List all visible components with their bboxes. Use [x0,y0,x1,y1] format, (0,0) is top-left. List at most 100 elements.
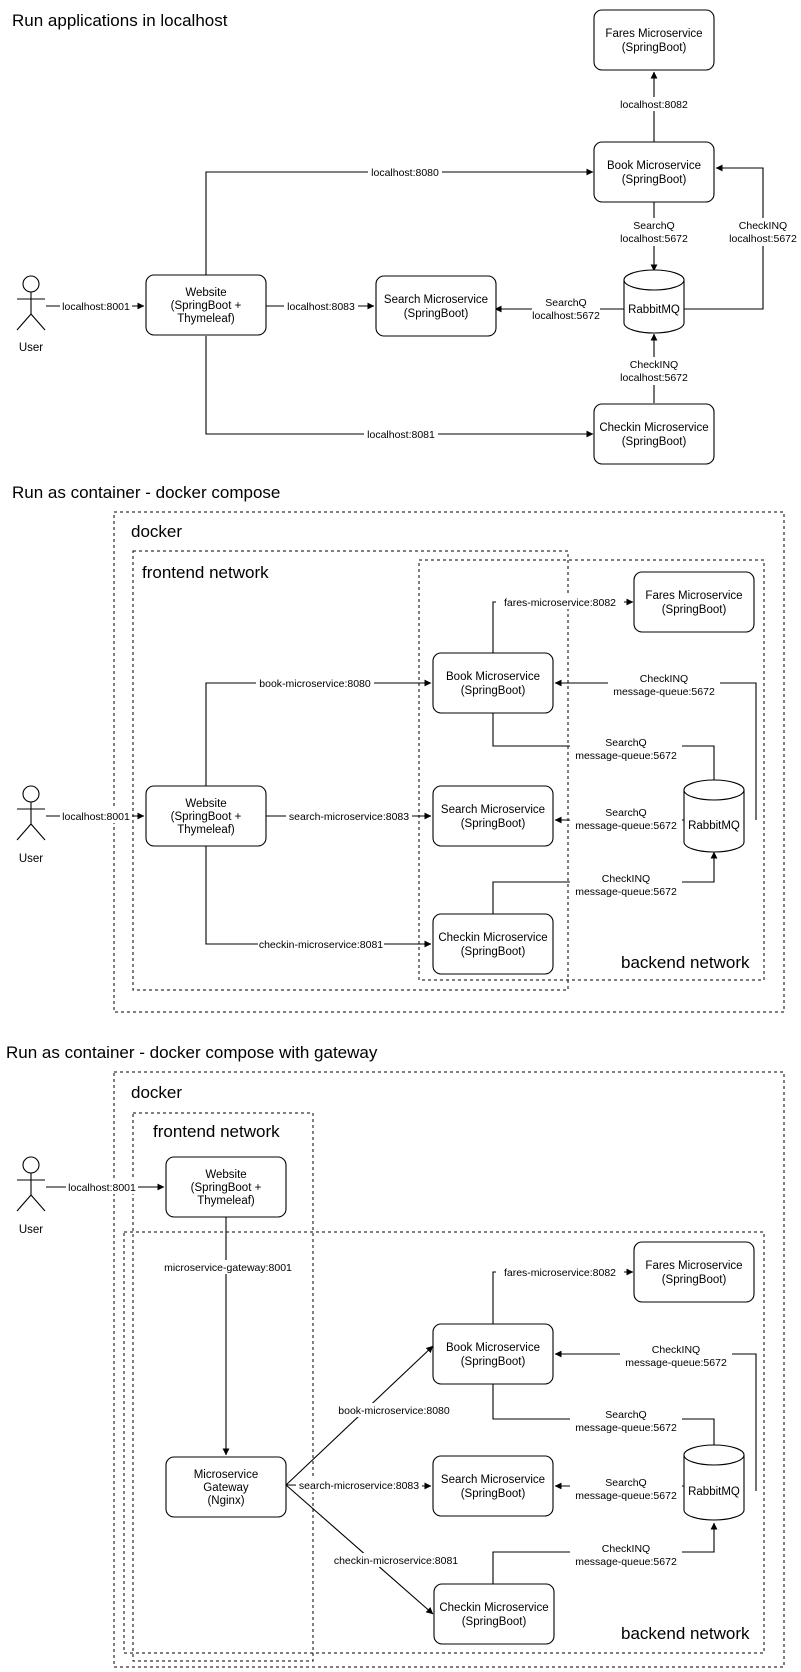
book-subtitle: (SpringBoot) [461,1356,526,1368]
website-title: Website [205,1169,246,1181]
website-line3: Thymeleaf) [177,313,235,325]
label-book-rabbit-queue: SearchQ [633,220,674,232]
label-website-book: book-microservice:8080 [259,678,371,690]
user-actor: User [16,1156,46,1236]
gateway-line2: Gateway [203,1482,249,1494]
book-node: Book Microservice (SpringBoot) [593,141,715,203]
section-title-docker-compose-gateway: Run as container - docker compose with g… [6,1043,378,1062]
label-rabbit-book-host: message-queue:5672 [625,1357,727,1369]
website-node: Website (SpringBoot + Thymeleaf) [145,274,267,336]
search-node: Search Microservice (SpringBoot) [375,275,497,337]
search-subtitle: (SpringBoot) [461,1488,526,1500]
label-book-rabbit-host: message-queue:5672 [575,1422,677,1434]
section-docker-compose: Run as container - docker compose docker… [12,483,785,1013]
user-label: User [19,342,43,354]
checkin-title: Checkin Microservice [439,1602,548,1614]
fares-node: Fares Microservice (SpringBoot) [633,1241,755,1303]
label-rabbit-search-host: message-queue:5672 [575,820,677,832]
label-rabbit-book-queue: CheckINQ [652,1344,700,1356]
search-node: Search Microservice (SpringBoot) [432,1455,554,1517]
checkin-title: Checkin Microservice [599,422,708,434]
frontend-network-label: frontend network [153,1122,280,1141]
edge-labels-section-1: localhost:8001 localhost:8080 localhost:… [60,97,797,441]
rabbitmq-node: RabbitMQ [623,269,685,334]
label-gateway-search: search-microservice:8083 [299,1480,419,1492]
fares-subtitle: (SpringBoot) [662,1274,727,1286]
edge-labels-section-3: localhost:8001 microservice-gateway:8001… [66,1180,732,1569]
user-icon [22,275,40,293]
book-node: Book Microservice (SpringBoot) [432,652,554,714]
label-website-search: localhost:8083 [287,301,355,313]
edge-book-fares [492,598,634,653]
rabbitmq-node: RabbitMQ [683,1444,745,1521]
website-line2: (SpringBoot + [191,1182,262,1194]
book-title: Book Microservice [446,1342,540,1354]
gateway-node: Microservice Gateway (Nginx) [165,1456,287,1518]
section-title-localhost: Run applications in localhost [12,11,228,30]
user-actor: User [16,275,46,354]
docker-label: docker [131,522,182,541]
rabbitmq-label: RabbitMQ [688,1486,740,1498]
label-website-checkin: localhost:8081 [367,429,435,441]
fares-node: Fares Microservice (SpringBoot) [633,571,755,633]
book-title: Book Microservice [446,671,540,683]
rabbitmq-node: RabbitMQ [683,779,745,853]
website-title: Website [185,287,226,299]
edge-website-checkin [205,336,594,438]
search-title: Search Microservice [441,804,545,816]
backend-network [123,1231,765,1654]
website-line3: Thymeleaf) [177,824,235,836]
fares-title: Fares Microservice [645,1260,742,1272]
user-icon [22,1156,40,1174]
backend-network-label: backend network [621,953,750,972]
label-book-rabbit-queue: SearchQ [605,737,646,749]
search-title: Search Microservice [441,1474,545,1486]
search-subtitle: (SpringBoot) [461,818,526,830]
label-rabbit-book-queue: CheckINQ [739,220,787,232]
backend-network-label: backend network [621,1624,750,1643]
label-rabbit-book-queue: CheckINQ [640,673,688,685]
edge-book-fares [492,1268,634,1324]
checkin-node: Checkin Microservice (SpringBoot) [433,1583,555,1645]
website-line2: (SpringBoot + [171,300,242,312]
label-book-rabbit-host: localhost:5672 [620,233,688,245]
edge-gateway-checkin [285,1484,434,1615]
label-user-website: localhost:8001 [68,1182,136,1194]
checkin-subtitle: (SpringBoot) [462,1616,527,1628]
label-book-rabbit-host: message-queue:5672 [575,750,677,762]
label-book-fares: fares-microservice:8082 [504,1267,616,1279]
docker-label: docker [131,1083,182,1102]
label-user-website: localhost:8001 [62,811,130,823]
label-website-book: localhost:8080 [371,167,439,179]
docker-container [113,1071,785,1668]
section-docker-compose-gateway: Run as container - docker compose with g… [6,1043,785,1668]
rabbitmq-label: RabbitMQ [688,820,740,832]
checkin-subtitle: (SpringBoot) [461,946,526,958]
fares-node: Fares Microservice (SpringBoot) [593,9,715,71]
section-title-docker-compose: Run as container - docker compose [12,483,280,502]
checkin-subtitle: (SpringBoot) [622,436,687,448]
search-title: Search Microservice [384,294,488,306]
checkin-node: Checkin Microservice (SpringBoot) [432,913,554,975]
rabbitmq-label: RabbitMQ [628,304,680,316]
frontend-network [132,550,569,991]
search-subtitle: (SpringBoot) [404,308,469,320]
label-checkin-rabbit-host: message-queue:5672 [575,886,677,898]
label-rabbit-book-host: message-queue:5672 [613,686,715,698]
label-user-website: localhost:8001 [62,301,130,313]
label-website-search: search-microservice:8083 [289,811,409,823]
label-checkin-rabbit-host: message-queue:5672 [575,1556,677,1568]
label-gateway-book: book-microservice:8080 [338,1405,450,1417]
label-checkin-rabbit-queue: CheckINQ [630,359,678,371]
user-icon [22,785,40,803]
gateway-line3: (Nginx) [207,1495,244,1507]
gateway-title: Microservice [194,1469,259,1481]
website-title: Website [185,798,226,810]
label-checkin-rabbit-host: localhost:5672 [620,372,688,384]
label-rabbit-book-host: localhost:5672 [729,233,797,245]
book-subtitle: (SpringBoot) [461,685,526,697]
backend-network [418,559,765,981]
fares-subtitle: (SpringBoot) [622,42,687,54]
label-website-gateway: microservice-gateway:8001 [164,1262,292,1274]
label-book-rabbit-queue: SearchQ [605,1409,646,1421]
